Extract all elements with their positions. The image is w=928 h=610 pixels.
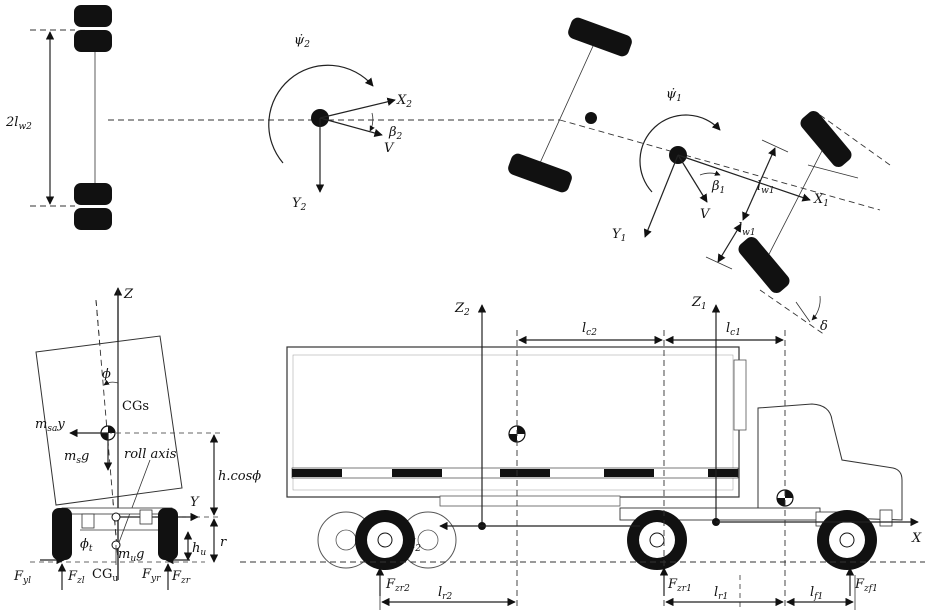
half-track-lower-label: lw1 bbox=[738, 221, 756, 238]
trailer-axle-top-view: 2lw2 bbox=[5, 5, 560, 230]
roll-y-axis-label: Y bbox=[190, 495, 200, 510]
lc1-label: lc1 bbox=[726, 321, 741, 338]
fzf1-label: Fzf1 bbox=[854, 577, 878, 594]
mug-label: mug bbox=[118, 547, 144, 564]
trailer-rear-axles bbox=[317, 510, 457, 570]
side-z2-label: Z2 bbox=[454, 301, 470, 318]
height-label: h.cosϕ bbox=[218, 469, 261, 484]
roll-axis-label: roll axis bbox=[124, 447, 177, 462]
trailer-yaw-rate-label: ψ̇2 bbox=[294, 33, 310, 50]
tractor-y-axis-label: Y1 bbox=[612, 227, 626, 244]
fzl-label: Fzl bbox=[67, 569, 85, 586]
trailer-x-axis-label: X2 bbox=[396, 93, 412, 110]
tire bbox=[74, 5, 112, 27]
trailer-coordinate-frame: ψ̇2 X2 Y2 V β2 bbox=[268, 33, 412, 213]
tire-right bbox=[158, 508, 178, 560]
side-x-label: X bbox=[911, 531, 922, 546]
cgu-label: CGu bbox=[92, 567, 118, 584]
side-z1-label: Z1 bbox=[691, 295, 707, 312]
tractor-velocity-label: V bbox=[700, 207, 711, 222]
tractor-front-axle bbox=[817, 510, 877, 570]
tire bbox=[74, 208, 112, 230]
tractor-cg-side-marker bbox=[776, 489, 794, 507]
tire-left bbox=[52, 508, 72, 560]
lr2-label: lr2 bbox=[438, 585, 452, 602]
tractor-coordinate-frame: ψ̇1 X1 Y1 V β1 bbox=[612, 87, 829, 244]
hitch-point-marker bbox=[585, 112, 597, 124]
fzr1-label: Fzr1 bbox=[667, 577, 692, 594]
roll-z-axis-label: Z bbox=[123, 287, 134, 302]
tire bbox=[508, 153, 572, 193]
lf1-label: lf1 bbox=[810, 585, 823, 602]
steer-angle-label: δ bbox=[820, 319, 828, 334]
tire bbox=[74, 30, 112, 52]
tractor-top-view: lw1 lw1 δ bbox=[508, 17, 891, 336]
trailer-y-axis-label: Y2 bbox=[292, 196, 307, 213]
track-width-label: 2lw2 bbox=[5, 115, 32, 132]
fzr2-label: Fzr2 bbox=[385, 577, 410, 594]
trailer-slip-angle-label: β2 bbox=[388, 125, 403, 142]
wheel-radius-label: r bbox=[220, 535, 227, 550]
lr1-label: lr1 bbox=[714, 585, 728, 602]
tire bbox=[74, 183, 112, 205]
roll-model: Z ϕ CGs msay msg roll axis h.cosϕ Y r hu bbox=[13, 287, 261, 590]
sprung-mass-body bbox=[35, 335, 183, 506]
tractor-rear-axle bbox=[627, 510, 687, 570]
roll-angle-label: ϕ bbox=[102, 367, 111, 382]
half-track-upper-label: lw1 bbox=[757, 179, 775, 196]
tire bbox=[568, 17, 632, 57]
fzr-label: Fzr bbox=[171, 569, 191, 586]
trailer-velocity-label: V bbox=[384, 141, 395, 156]
side-x2-label: X2 bbox=[405, 537, 421, 554]
tractor-x-axis-label: X1 bbox=[813, 192, 829, 209]
side-view: Z2 X2 Z1 X lc2 lc1 bbox=[240, 295, 925, 610]
fyr-label: Fyr bbox=[141, 567, 161, 584]
fyl-label: Fyl bbox=[13, 569, 31, 586]
msay-label: msay bbox=[35, 417, 65, 434]
hu-label: hu bbox=[192, 541, 206, 558]
phi-t-label: ϕt bbox=[80, 537, 93, 554]
tractor-slip-angle-label: β1 bbox=[711, 179, 725, 196]
tire bbox=[800, 111, 852, 167]
tractor-yaw-rate-label: ψ̇1 bbox=[666, 87, 682, 104]
tractor-cab bbox=[757, 403, 903, 521]
msg-label: msg bbox=[64, 449, 89, 466]
lc2-label: lc2 bbox=[582, 321, 597, 338]
cgs-label: CGs bbox=[122, 399, 149, 414]
tire bbox=[738, 237, 790, 293]
